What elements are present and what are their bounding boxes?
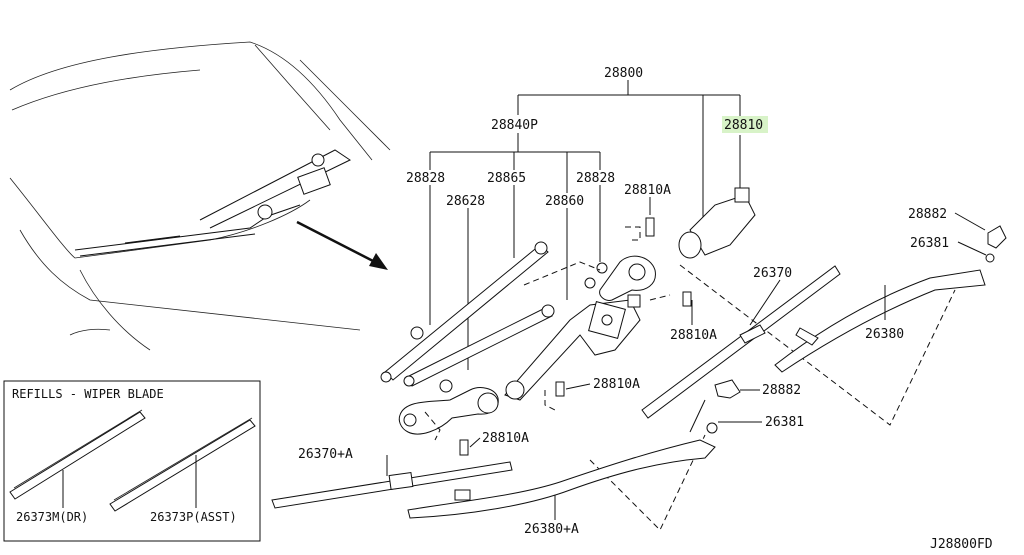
label-26381-center: 26381 <box>765 415 804 430</box>
refill-dr-shape <box>9 411 146 500</box>
inset-frame <box>3 380 261 542</box>
bolt-leaders <box>469 300 693 448</box>
label-28882-center: 28882 <box>762 383 801 398</box>
label-26373p: 26373P(ASST) <box>150 510 237 524</box>
label-28828-b: 28828 <box>576 171 615 186</box>
label-28810a-bottom: 28810A <box>482 431 529 446</box>
highlight-28810 <box>722 116 768 133</box>
label-26373m: 26373M(DR) <box>16 510 88 524</box>
direction-arrow <box>296 220 388 270</box>
label-28810a-mid: 28810A <box>670 328 717 343</box>
leader-lines <box>429 80 741 370</box>
label-28865: 28865 <box>487 171 526 186</box>
right-wiper <box>641 212 1007 419</box>
center-cap-nut <box>689 379 762 434</box>
label-26381-right: 26381 <box>910 236 949 251</box>
dashed-guides <box>424 226 956 531</box>
label-28860: 28860 <box>545 194 584 209</box>
label-28628: 28628 <box>446 194 485 209</box>
left-wiper <box>271 439 716 520</box>
label-28882-right: 28882 <box>908 207 947 222</box>
vehicle-outline <box>9 41 391 351</box>
inset-title: REFILLS - WIPER BLADE <box>12 387 164 401</box>
label-28840p: 28840P <box>491 118 538 133</box>
label-28810: 28810 <box>724 118 763 133</box>
diagram-id: J28800FD <box>930 537 993 552</box>
label-28828-a: 28828 <box>406 171 445 186</box>
label-26370a: 26370+A <box>298 447 353 462</box>
label-28810a-low: 28810A <box>593 377 640 392</box>
refill-asst-shape <box>109 419 256 512</box>
part-labels: 28800 28840P 28810 28828 28865 28828 286… <box>298 66 949 537</box>
linkage-assembly <box>380 187 756 456</box>
label-26380a: 26380+A <box>524 522 579 537</box>
label-26370: 26370 <box>753 266 792 281</box>
label-28810a-top: 28810A <box>624 183 671 198</box>
label-26380: 26380 <box>865 327 904 342</box>
label-28800: 28800 <box>604 66 643 81</box>
refills-inset: REFILLS - WIPER BLADE 26373M(DR) 26373P(… <box>3 380 261 542</box>
